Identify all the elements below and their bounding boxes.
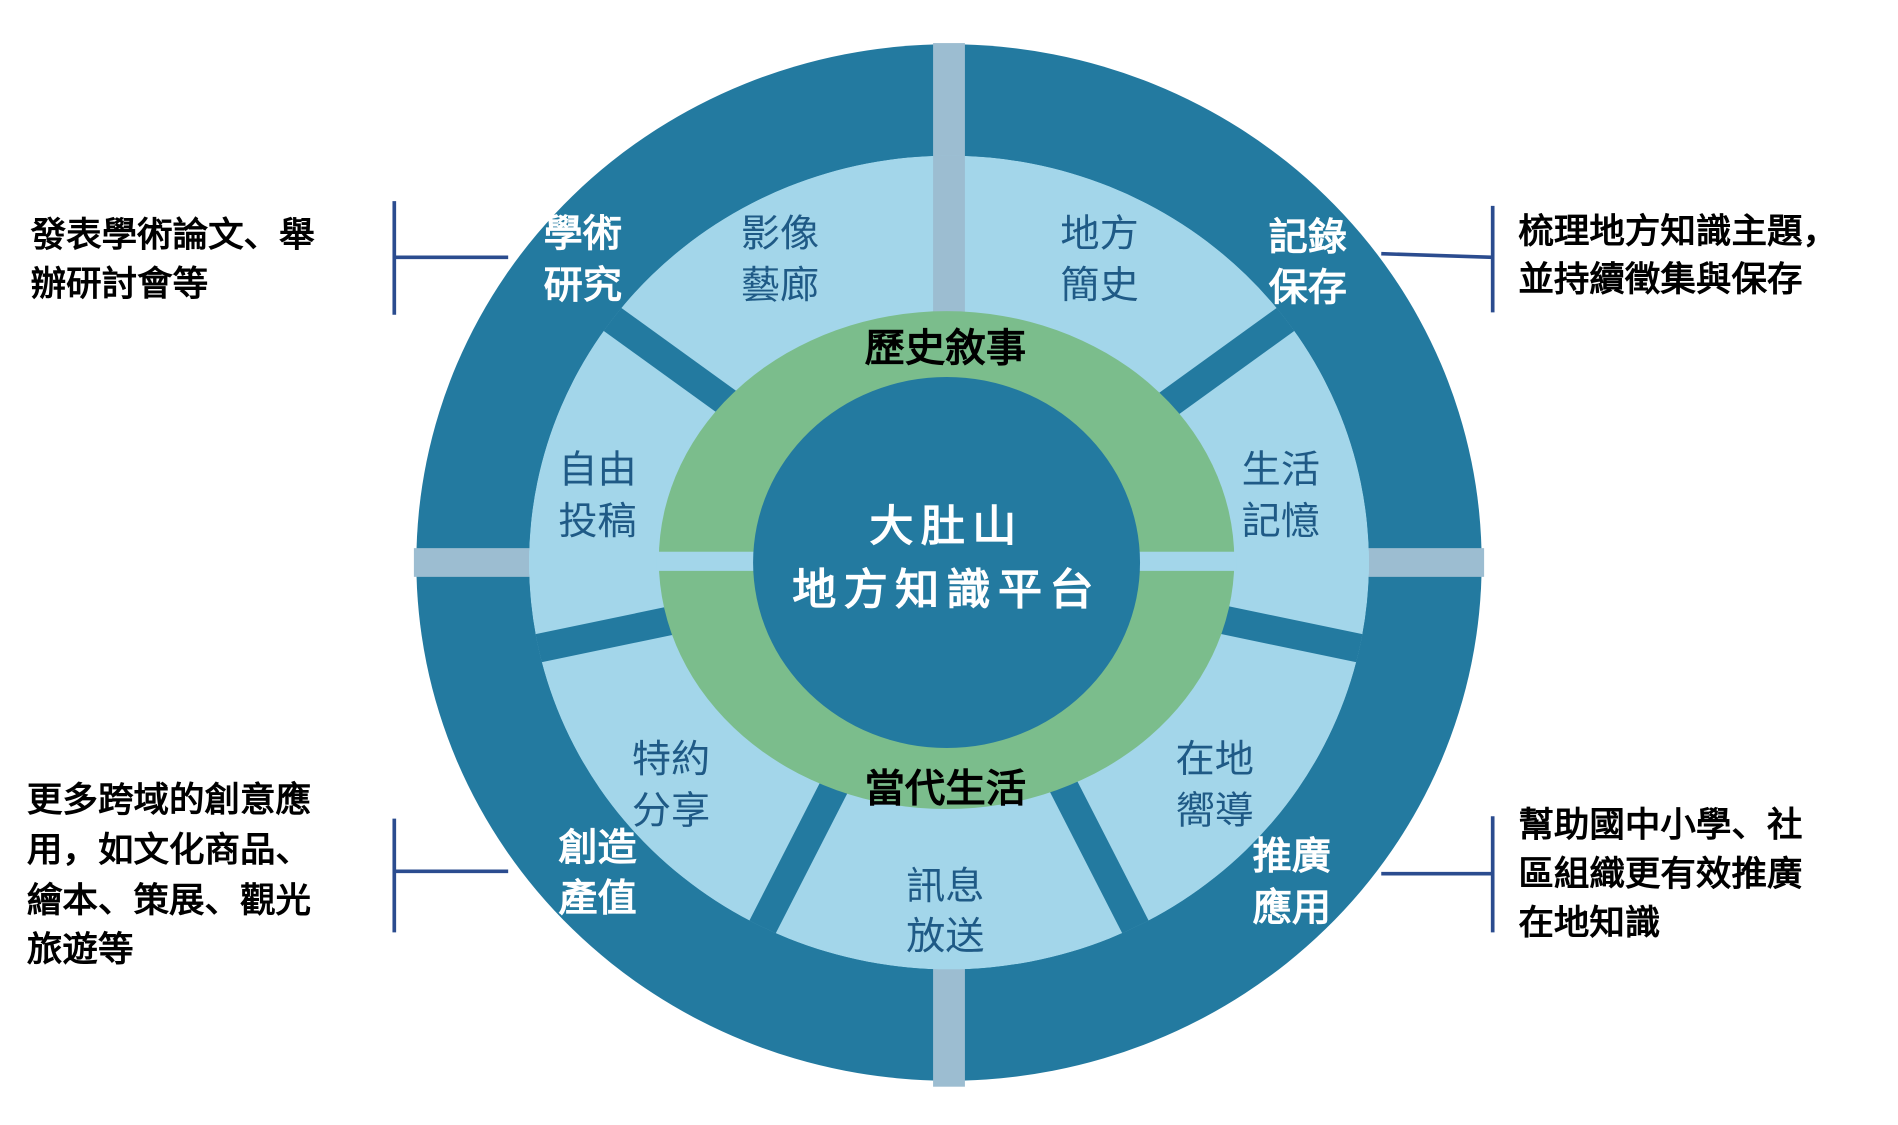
annotation-line: 用，如文化商品、 (27, 830, 311, 871)
annotation-top-left: 發表學術論文、舉 辦研討會等 (30, 215, 316, 305)
middle-segment-submission[interactable]: 自由 投稿 (558, 448, 636, 544)
segment-label: 放送 (906, 914, 984, 958)
annotation-bottom-left: 更多跨域的創意應 用，如文化商品、 繪本、策展、觀光 旅遊等 (27, 780, 311, 970)
annotation-line: 更多跨域的創意應 (27, 780, 311, 821)
annotation-line: 發表學術論文、舉 (30, 215, 316, 256)
middle-divider-right (1224, 550, 1370, 575)
middle-segment-life-memory[interactable]: 生活 記憶 (1242, 448, 1320, 544)
middle-segment-local-guide[interactable]: 在地 嚮導 (1176, 737, 1254, 833)
segment-label: 簡史 (1060, 263, 1138, 307)
segment-label: 影像 (741, 212, 819, 256)
middle-segment-gallery[interactable]: 影像 藝廊 (741, 212, 819, 308)
annotation-top-right: 梳理地方知識主題， 並持續徵集與保存 (1518, 211, 1838, 299)
segment-label: 記錄 (1269, 216, 1348, 260)
annotation-line: 區組織更有效推廣 (1518, 854, 1802, 895)
center-circle (753, 376, 1141, 749)
leader-top-left (392, 201, 509, 315)
segment-label: 嚮導 (1176, 789, 1254, 833)
outer-segment-create-value[interactable]: 創造 產值 (558, 826, 637, 921)
leader-bottom-right (1381, 816, 1495, 933)
middle-segment-local-history[interactable]: 地方 簡史 (1060, 212, 1138, 308)
segment-label: 地方 (1060, 212, 1138, 256)
outer-segment-record[interactable]: 記錄 保存 (1269, 216, 1348, 311)
segment-label: 保存 (1269, 266, 1347, 310)
segment-label: 藝廊 (741, 263, 819, 307)
segment-label: 訊息 (906, 864, 984, 908)
annotation-line: 梳理地方知識主題， (1518, 211, 1838, 252)
segment-label: 分享 (632, 789, 710, 833)
segment-label: 創造 (558, 826, 637, 870)
middle-segment-special-share[interactable]: 特約 分享 (632, 737, 710, 833)
annotation-line: 辦研討會等 (31, 264, 209, 305)
middle-divider-left (528, 550, 674, 575)
center-title-line2: 地方知識平台 (792, 565, 1101, 615)
annotation-line: 並持續徵集與保存 (1518, 259, 1802, 300)
segment-label: 學術 (544, 212, 622, 256)
segment-label: 產值 (558, 876, 636, 920)
inner-label-history: 歷史敘事 (865, 326, 1027, 371)
segment-label: 研究 (544, 263, 622, 307)
annotation-line: 旅遊等 (27, 929, 134, 970)
annotation-bottom-right: 幫助國中小學、社 區組織更有效推廣 在地知識 (1518, 805, 1802, 944)
annotation-line: 在地知識 (1518, 903, 1660, 944)
segment-label: 自由 (558, 448, 636, 492)
segment-label: 記憶 (1242, 499, 1320, 543)
segment-label: 在地 (1176, 737, 1254, 781)
annotation-line: 幫助國中小學、社 (1518, 805, 1802, 846)
outer-segment-research[interactable]: 學術 研究 (544, 212, 622, 308)
middle-segment-broadcast[interactable]: 訊息 放送 (906, 864, 984, 959)
inner-label-contemporary: 當代生活 (865, 766, 1027, 811)
center-title-line1: 大肚山 (869, 501, 1023, 551)
outer-segment-promote[interactable]: 推廣 應用 (1253, 834, 1331, 930)
segment-label: 生活 (1242, 448, 1320, 492)
segment-label: 推廣 (1253, 834, 1331, 878)
segment-label: 應用 (1253, 886, 1331, 930)
annotation-line: 繪本、策展、觀光 (27, 880, 311, 921)
segment-label: 投稿 (558, 499, 636, 543)
leader-top-right (1381, 205, 1495, 313)
segment-label: 特約 (632, 737, 710, 781)
leader-bottom-left (392, 818, 509, 933)
